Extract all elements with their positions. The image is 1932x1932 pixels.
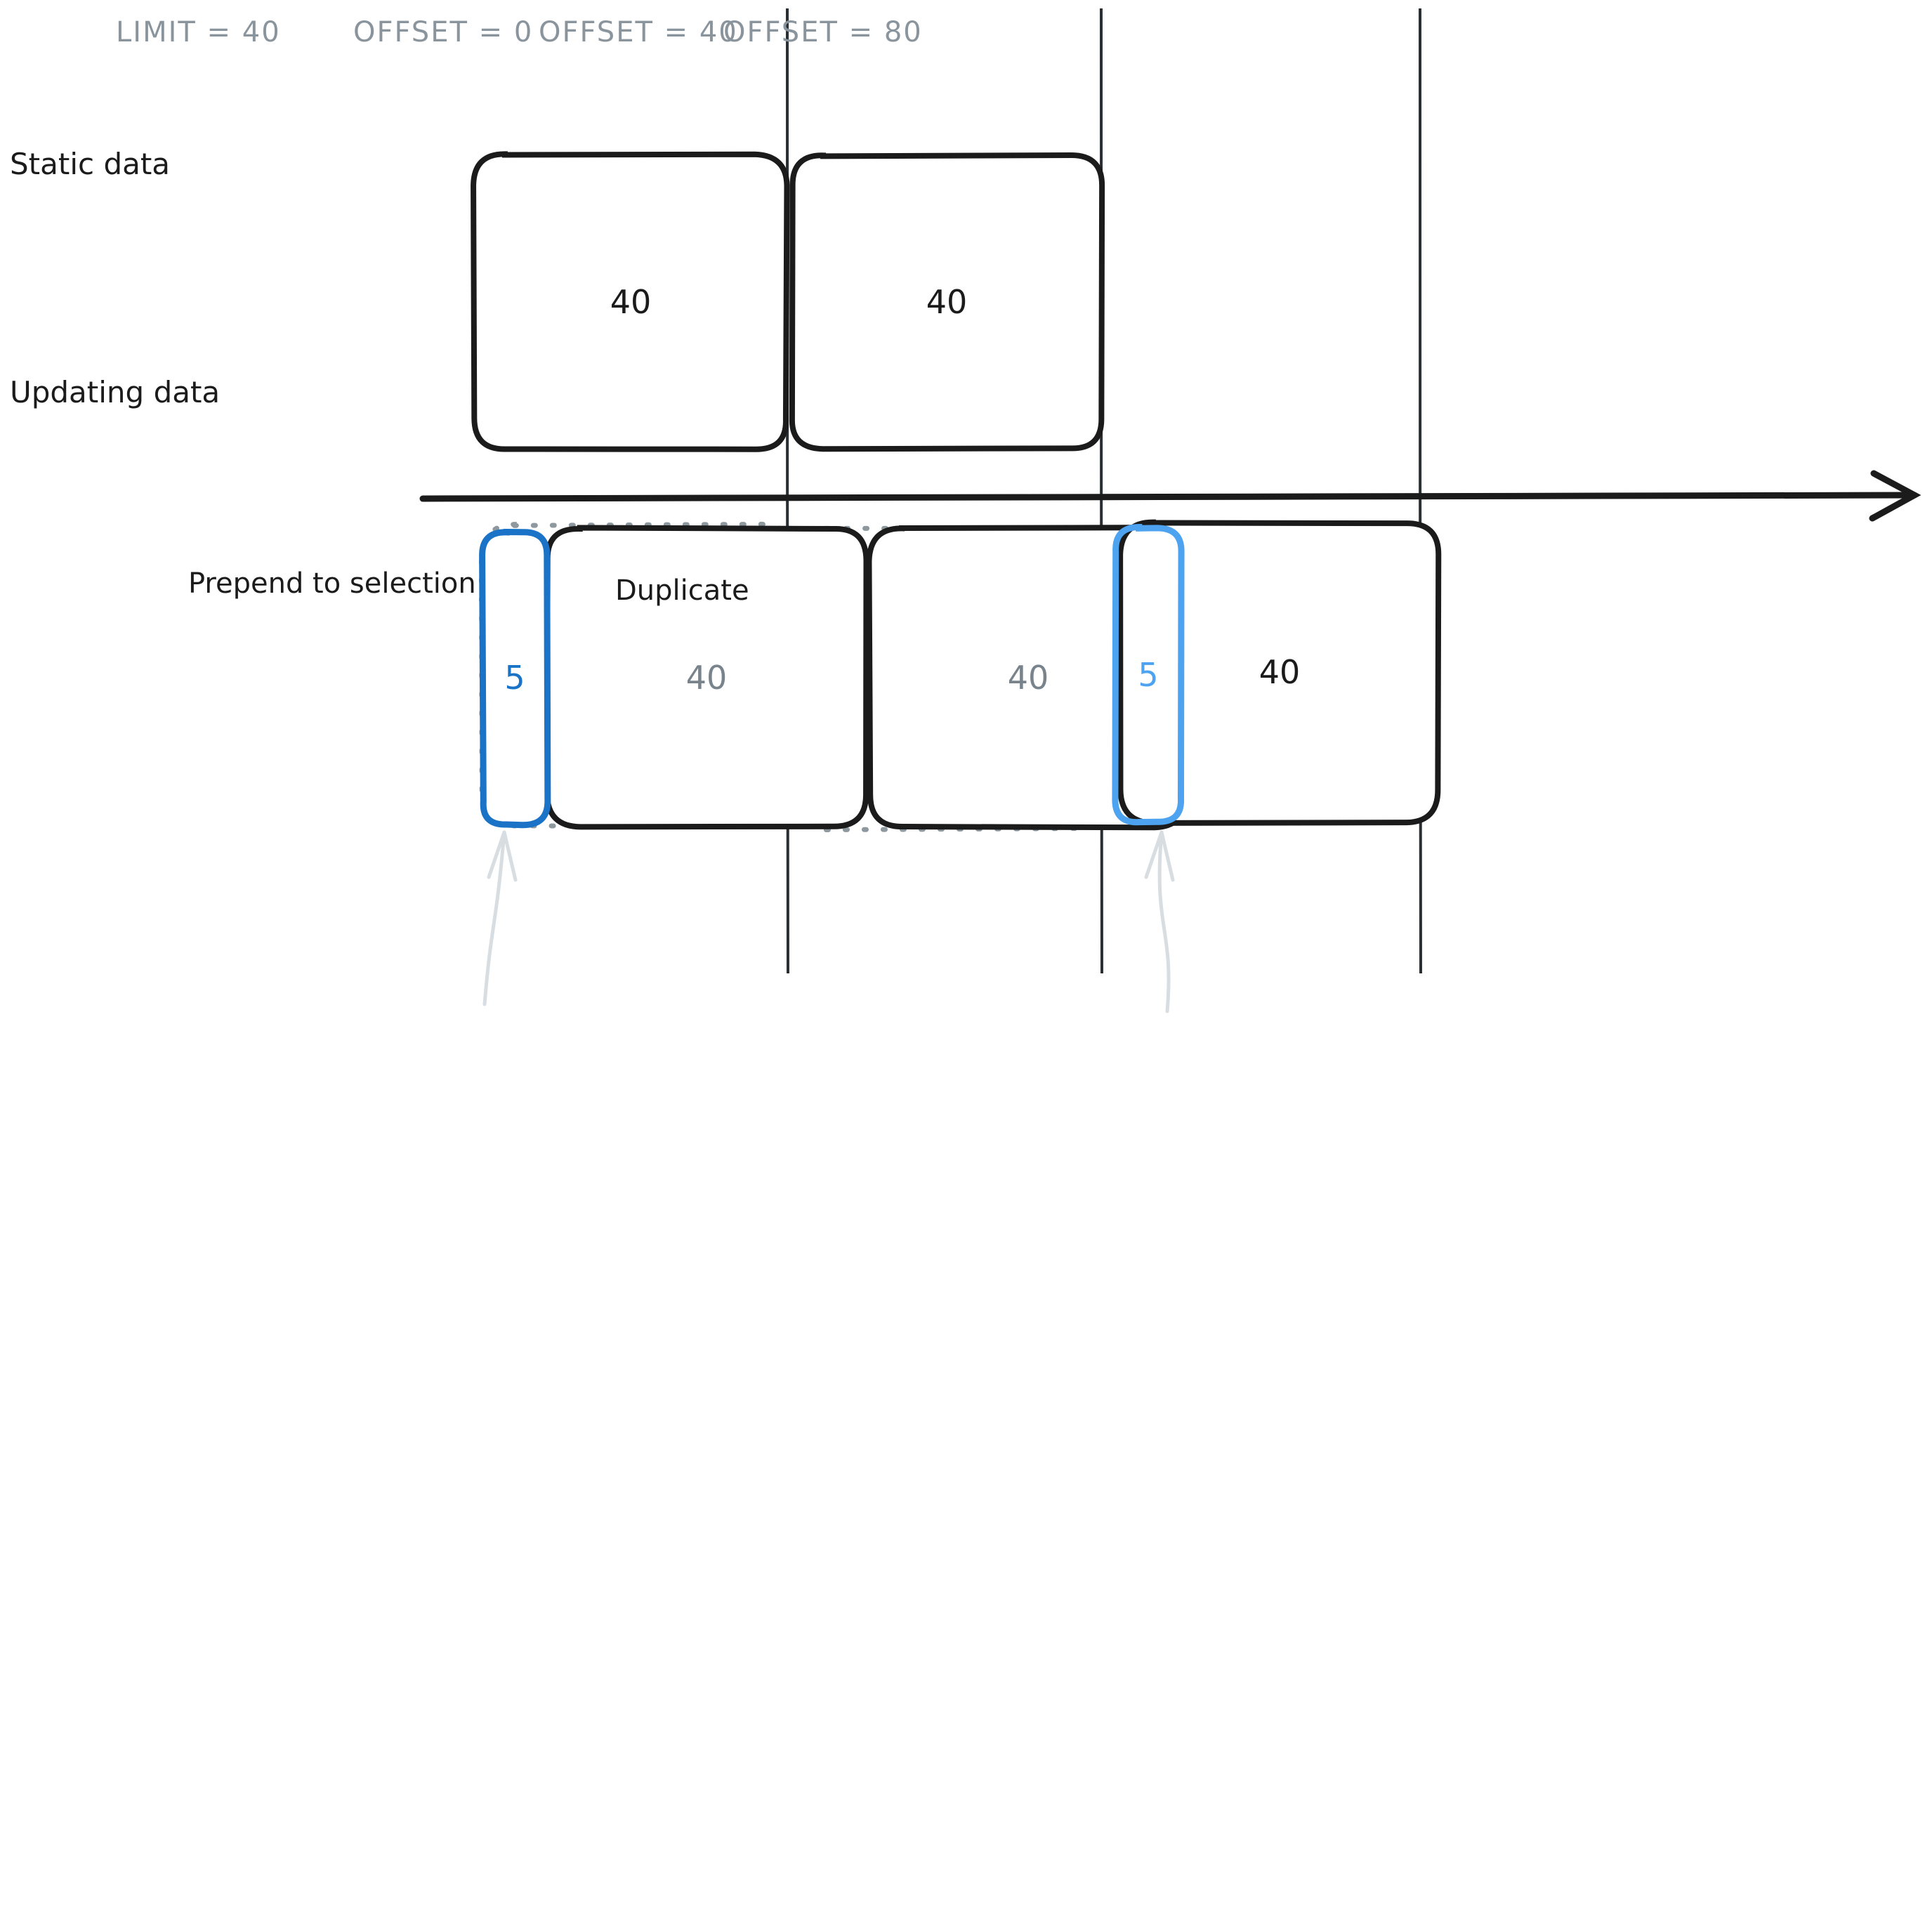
header-limit: LIMIT = 40 [116,16,281,48]
static-box-2: 40 [789,152,1105,452]
blue-box-duplicate-outline [1112,523,1185,826]
row-label-updating: Updating data [10,375,220,409]
annotation-prepend-leader-line [482,830,506,1006]
updating-box-3-outline [1117,519,1442,826]
annotation-duplicate-arrowhead-icon [1144,830,1175,882]
annotation-duplicate-label: Duplicate [615,574,749,607]
header-offset80: OFFSET = 80 [723,16,923,48]
updating-box-3: 40 [1117,519,1442,826]
annotation-prepend: Prepend to selection [188,567,518,1006]
static-box-2-outline [789,152,1105,452]
annotation-duplicate-leader-line [1157,830,1171,1013]
divider-2 [1099,8,1103,974]
static-box-1: 40 [471,151,790,452]
header-offset0: OFFSET = 0 [353,16,533,48]
blue-box-duplicate-value: 5 [1138,656,1158,694]
updating-box-1: 40 [544,525,869,830]
time-axis [419,470,1921,522]
blue-box-prepend-outline [479,528,551,829]
row-label-static: Static data [10,147,170,181]
blue-box-duplicate: 5 [1112,523,1185,826]
divider-1 [785,8,789,974]
updating-box-2: 40 [866,525,1190,831]
blue-box-prepend-value: 5 [504,659,525,697]
header-offset40: OFFSET = 40 [539,16,738,48]
updating-box-1-outline [544,525,869,830]
axis-arrowhead-icon [1869,470,1921,522]
static-box-1-outline [471,151,790,452]
updating-box-1-value: 40 [686,659,728,697]
updating-box-3-value: 40 [1259,653,1301,691]
axis-shaft [419,492,1918,502]
updating-box-2-value: 40 [1008,659,1049,697]
static-box-1-value: 40 [610,283,652,321]
static-box-2-value: 40 [926,283,968,321]
annotation-duplicate: Duplicate [615,574,1175,1013]
blue-box-prepend: 5 [479,528,551,829]
annotation-prepend-arrowhead-icon [487,830,518,882]
annotation-prepend-label: Prepend to selection [188,567,476,600]
divider-3 [1418,8,1422,974]
